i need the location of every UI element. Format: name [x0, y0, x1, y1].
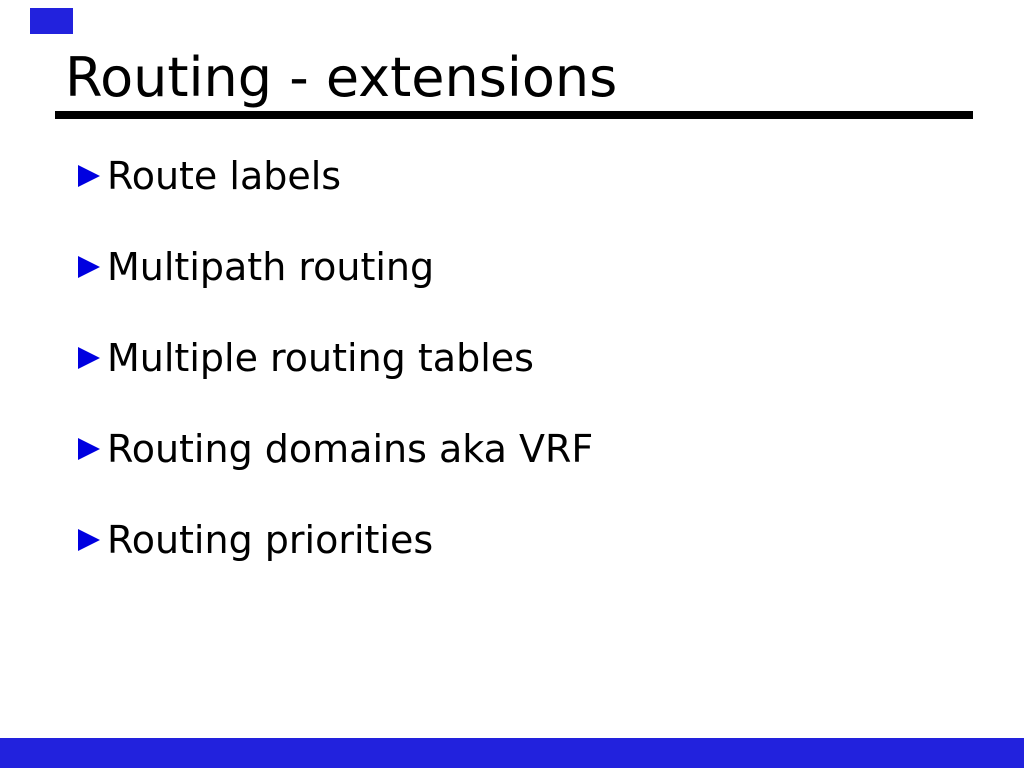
triangle-right-bullet-icon [78, 165, 100, 187]
bullet-item: Multipath routing [78, 245, 593, 289]
bullet-item: Routing priorities [78, 518, 593, 562]
title-underline-rule [55, 111, 973, 119]
bullet-label: Routing domains aka VRF [107, 427, 594, 471]
bullet-item: Routing domains aka VRF [78, 427, 593, 471]
bullet-label: Routing priorities [107, 518, 434, 562]
triangle-right-bullet-icon [78, 256, 100, 278]
bullet-list: Route labels Multipath routing Multiple … [78, 154, 593, 609]
slide-corner-marker [30, 8, 73, 34]
triangle-right-bullet-icon [78, 438, 100, 460]
bullet-label: Multiple routing tables [107, 336, 534, 380]
bullet-label: Multipath routing [107, 245, 435, 289]
bullet-item: Multiple routing tables [78, 336, 593, 380]
bullet-label: Route labels [107, 154, 342, 198]
slide-footer-bar [0, 738, 1024, 768]
slide-title: Routing - extensions [65, 46, 618, 109]
triangle-right-bullet-icon [78, 529, 100, 551]
bullet-item: Route labels [78, 154, 593, 198]
triangle-right-bullet-icon [78, 347, 100, 369]
